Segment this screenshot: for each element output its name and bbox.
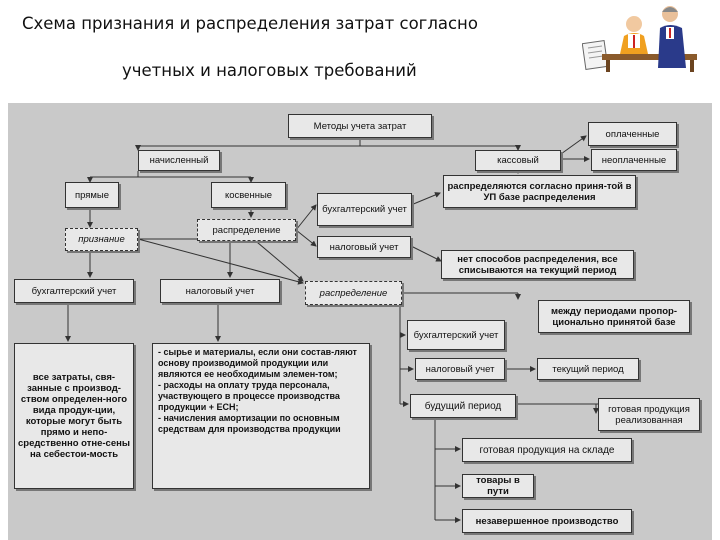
node-no-methods: нет способов распределения, все списываю… (441, 250, 634, 279)
node-tax-acc-3: налоговый учет (415, 358, 505, 380)
node-finished-warehouse: готовая продукция на складе (462, 438, 632, 462)
node-direct: прямые (65, 182, 119, 208)
node-tax-costs-text: - сырье и материалы, если они состав-ляю… (152, 343, 370, 489)
node-tax-acc-1: налоговый учет (317, 236, 411, 258)
node-goods-transit: товары в пути (462, 474, 534, 498)
node-indirect: косвенные (211, 182, 286, 208)
node-finished-sold: готовая продукция реализованная (598, 398, 700, 431)
node-cash: кассовый (475, 150, 561, 171)
node-wip: незавершенное производство (462, 509, 632, 533)
node-all-costs-text: все затраты, свя-занные с производ-ством… (14, 343, 134, 489)
node-between-periods: между периодами пропор-ционально принято… (538, 300, 690, 333)
node-distribution-1: распределение (197, 219, 296, 241)
node-paid: оплаченные (588, 122, 677, 146)
businessmen-clipart-icon (582, 6, 697, 72)
slide-title-line1: Схема признания и распределения затрат с… (22, 14, 478, 33)
node-distribution-2: распределение (305, 281, 402, 305)
node-future-period: будущий период (410, 394, 516, 418)
node-distributed-by-base: распределяются согласно приня-той в УП б… (443, 175, 636, 208)
node-accounting-acc-3: бухгалтерский учет (407, 320, 505, 350)
node-tax-2: налоговый учет (160, 279, 280, 303)
node-methods: Методы учета затрат (288, 114, 432, 138)
slide-title-line2: учетных и налоговых требований (122, 61, 417, 80)
node-unpaid: неоплаченные (591, 149, 677, 171)
node-accrual: начисленный (138, 150, 220, 171)
node-recognition: признание (65, 228, 138, 251)
node-accounting-2: бухгалтерский учет (14, 279, 134, 303)
node-current-period: текущий период (537, 358, 639, 380)
diagram-panel: Методы учета затрат начисленный кассовый… (8, 103, 712, 540)
node-accounting-acc-1: бухгалтерский учет (317, 193, 412, 226)
